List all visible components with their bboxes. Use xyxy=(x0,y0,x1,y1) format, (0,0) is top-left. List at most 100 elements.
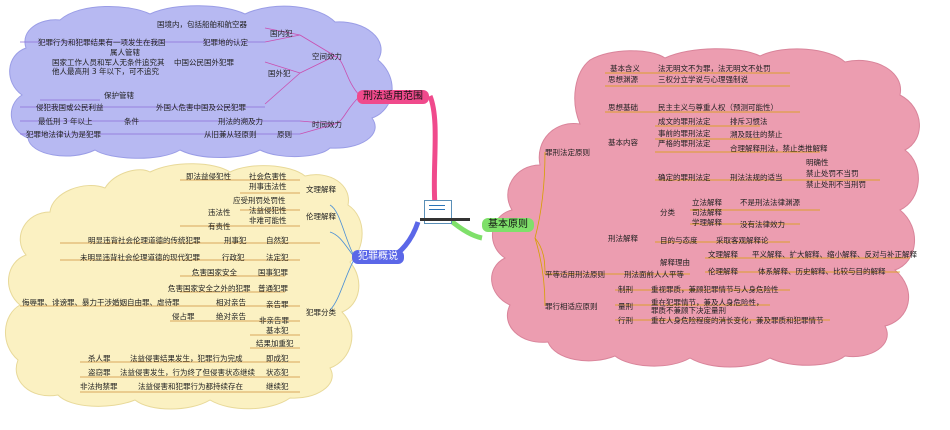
hub-basic[interactable]: 基本原则 xyxy=(482,218,534,232)
crime-node[interactable]: 法定犯 xyxy=(266,253,289,262)
scope-node[interactable]: 条件 xyxy=(124,117,139,126)
basic-node[interactable]: 明确性 xyxy=(806,158,829,167)
crime-node[interactable]: 自然犯 xyxy=(266,236,289,245)
basic-node[interactable]: 成文的罪刑法定 xyxy=(658,117,711,126)
basic-node[interactable]: 确定的罪刑法定 xyxy=(658,173,711,182)
crime-node[interactable]: 文理解释 xyxy=(306,185,336,194)
basic-node[interactable]: 刑法法规的适当 xyxy=(730,173,783,182)
crime-node[interactable]: 法益侵害结果发生，犯罪行为完成 xyxy=(130,354,243,363)
crime-node[interactable]: 行政犯 xyxy=(222,253,245,262)
basic-node[interactable]: 立法解释 xyxy=(692,198,722,207)
basic-node[interactable]: 平等适用刑法原则 xyxy=(545,270,605,279)
crime-node[interactable]: 即成犯 xyxy=(266,354,289,363)
hub-crime[interactable]: 犯罪概说 xyxy=(352,250,404,264)
basic-node[interactable]: 罪质不兼顾下决定量刑 xyxy=(651,306,726,315)
crime-node[interactable]: 相对亲告 xyxy=(216,298,246,307)
scope-node[interactable]: 时间效力 xyxy=(312,120,342,129)
crime-node[interactable]: 刑事违法性 xyxy=(249,182,287,191)
crime-node[interactable]: 法益侵害和犯罪行为都持续存在 xyxy=(138,382,243,391)
crime-node[interactable]: 结果加重犯 xyxy=(256,339,294,348)
basic-node[interactable]: 体系解释、历史解释、比较与目的解释 xyxy=(758,267,886,276)
crime-node[interactable]: 刑事犯 xyxy=(224,236,247,245)
scope-node[interactable]: 空间效力 xyxy=(312,52,342,61)
scope-node[interactable]: 刑法的溯及力 xyxy=(218,117,263,126)
basic-node[interactable]: 严格的罪刑法定 xyxy=(658,139,711,148)
crime-node[interactable]: 犯罪分类 xyxy=(306,308,336,317)
basic-node[interactable]: 思想基础 xyxy=(608,103,638,112)
basic-node[interactable]: 量刑 xyxy=(618,302,633,311)
crime-node[interactable]: 状态犯 xyxy=(266,368,289,377)
basic-node[interactable]: 解释理由 xyxy=(660,258,690,267)
basic-node[interactable]: 三权分立学说与心理强制说 xyxy=(658,75,748,84)
basic-node[interactable]: 罪刑法定原则 xyxy=(545,148,590,157)
basic-node[interactable]: 目的与态度 xyxy=(660,236,698,245)
basic-node[interactable]: 法无明文不为罪，法无明文不处罚 xyxy=(658,64,771,73)
basic-node[interactable]: 罪行相适应原则 xyxy=(545,302,598,311)
basic-node[interactable]: 行刑 xyxy=(618,316,633,325)
crime-node[interactable]: 非难可能性 xyxy=(249,216,287,225)
basic-node[interactable]: 平义解释、扩大解释、缩小解释、反对与补正解释 xyxy=(752,250,917,259)
crime-node[interactable]: 危害国家安全 xyxy=(192,268,237,277)
basic-node[interactable]: 事前的罪刑法定 xyxy=(658,129,711,138)
crime-node[interactable]: 即法益侵犯性 xyxy=(186,172,231,181)
crime-node[interactable]: 继续犯 xyxy=(266,382,289,391)
crime-node[interactable]: 非亲告罪 xyxy=(259,316,289,325)
crime-node[interactable]: 伦理解释 xyxy=(306,212,336,221)
crime-node[interactable]: 危害国家安全之外的犯罪 xyxy=(168,284,251,293)
crime-node[interactable]: 国事犯罪 xyxy=(258,268,288,277)
crime-node[interactable]: 违法性 xyxy=(208,208,231,217)
crime-node[interactable]: 普通犯罪 xyxy=(258,284,288,293)
scope-node[interactable]: 原则 xyxy=(277,130,292,139)
crime-node[interactable]: 明显违背社会伦理道德的传统犯罪 xyxy=(88,236,201,245)
basic-node[interactable]: 刑法面前人人平等 xyxy=(624,270,684,279)
basic-node[interactable]: 不是刑法法律渊源 xyxy=(740,198,800,207)
crime-node[interactable]: 基本犯 xyxy=(266,326,289,335)
crime-node[interactable]: 法益侵犯性 xyxy=(249,206,287,215)
crime-node[interactable]: 杀人罪 xyxy=(88,354,111,363)
crime-node[interactable]: 绝对亲告 xyxy=(216,312,246,321)
crime-node[interactable]: 侮辱罪、诽谤罪、暴力干涉婚姻自由罪、虐待罪 xyxy=(22,298,180,307)
basic-node[interactable]: 排斥习惯法 xyxy=(730,117,768,126)
crime-node[interactable]: 有责性 xyxy=(208,222,231,231)
basic-node[interactable]: 伦理解释 xyxy=(708,267,738,276)
basic-node[interactable]: 制刑 xyxy=(618,285,633,294)
crime-node[interactable]: 侵占罪 xyxy=(172,312,195,321)
basic-node[interactable]: 溯及既往的禁止 xyxy=(730,130,783,139)
scope-node[interactable]: 犯罪行为和犯罪结果有一项发生在我国 xyxy=(38,38,166,47)
crime-node[interactable]: 法益侵害发生，行为终了但侵害状态继续 xyxy=(120,368,255,377)
basic-node[interactable]: 基本内容 xyxy=(608,138,638,147)
scope-node[interactable]: 国境内，包括船舶和航空器 xyxy=(157,20,247,29)
basic-node[interactable]: 合理解释刑法，禁止类推解释 xyxy=(730,144,828,153)
crime-node[interactable]: 盗窃罪 xyxy=(88,368,111,377)
hub-scope[interactable]: 刑法适用范围 xyxy=(357,90,429,104)
basic-node[interactable]: 重在犯罪情节，兼及人身危险性， xyxy=(651,298,764,307)
scope-node[interactable]: 侵犯我国或公民利益 xyxy=(36,103,104,112)
scope-node[interactable]: 保护管辖 xyxy=(104,91,134,100)
scope-node[interactable]: 犯罪地法律认为是犯罪 xyxy=(26,130,101,139)
crime-node[interactable]: 未明显违背社会伦理道德的现代犯罪 xyxy=(80,253,200,262)
scope-node[interactable]: 中国公民国外犯罪 xyxy=(174,58,234,67)
scope-node[interactable]: 最低刑 3 年以上 xyxy=(38,117,93,126)
scope-node[interactable]: 属人管辖 xyxy=(110,48,140,57)
scope-node[interactable]: 国内犯 xyxy=(270,29,293,38)
basic-node[interactable]: 思想渊源 xyxy=(608,75,638,84)
crime-node[interactable]: 非法拘禁罪 xyxy=(80,382,118,391)
crime-node[interactable]: 社会危害性 xyxy=(249,172,287,181)
basic-node[interactable]: 采取客观解释论 xyxy=(716,236,769,245)
basic-node[interactable]: 分类 xyxy=(660,208,675,217)
basic-node[interactable]: 没有法律效力 xyxy=(740,220,785,229)
crime-node[interactable]: 亲告罪 xyxy=(266,300,289,309)
scope-node[interactable]: 从旧兼从轻原则 xyxy=(204,130,257,139)
scope-node[interactable]: 犯罪地的认定 xyxy=(203,38,248,47)
basic-node[interactable]: 文理解释 xyxy=(708,250,738,259)
scope-node[interactable]: 国家工作人员和军人无条件追究其他人最高刑 3 年以下，可不追究 xyxy=(52,58,165,76)
basic-node[interactable]: 重视罪质，兼顾犯罪情节与人身危险性 xyxy=(651,285,779,294)
crime-node[interactable]: 应受刑罚处罚性 xyxy=(233,196,286,205)
basic-node[interactable]: 学理解释 xyxy=(692,218,722,227)
basic-node[interactable]: 司法解释 xyxy=(692,208,722,217)
basic-node[interactable]: 禁止处刑不当刑罚 xyxy=(806,180,866,189)
basic-node[interactable]: 刑法解释 xyxy=(608,234,638,243)
scope-node[interactable]: 国外犯 xyxy=(268,69,291,78)
scope-node[interactable]: 外国人危害中国及公民犯罪 xyxy=(156,103,246,112)
basic-node[interactable]: 禁止处罚不当罚 xyxy=(806,169,859,178)
